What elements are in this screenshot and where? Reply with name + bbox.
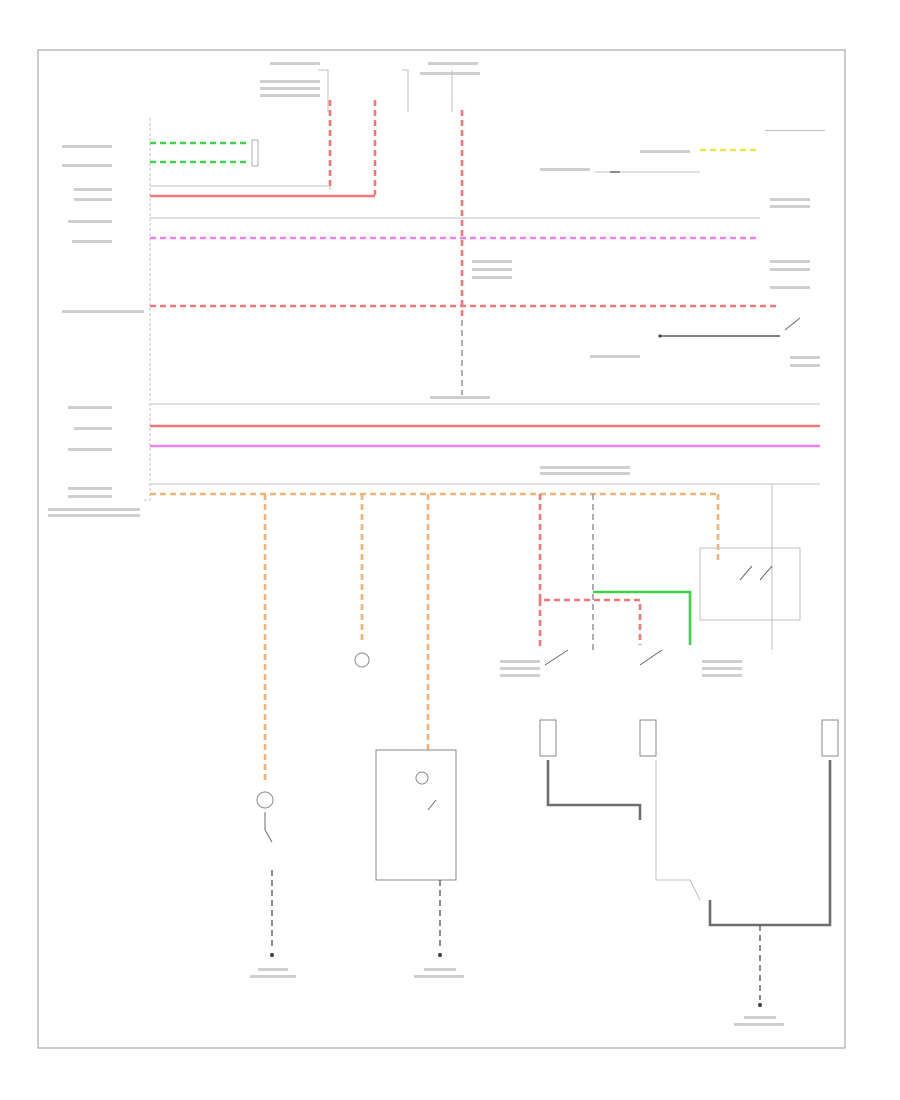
left-lamp-switch — [264, 812, 273, 843]
splice-label — [540, 466, 630, 469]
center-labels — [430, 260, 640, 399]
left-front-door-wire — [538, 494, 642, 645]
lamp-2 — [354, 652, 370, 668]
rear-door-switch-box — [699, 547, 801, 621]
door-switch-upper — [784, 317, 801, 331]
diagram-frame — [37, 49, 846, 1049]
left-front-door-switch — [500, 649, 569, 677]
right-rear-door-switch — [639, 719, 657, 757]
right-labels — [770, 198, 820, 367]
left-signal-labels — [48, 145, 144, 517]
right-front-door-wire — [593, 590, 692, 645]
body-control-module-outline — [144, 118, 151, 501]
left-rear-door-switch — [539, 719, 557, 757]
right-front-door-switch — [639, 649, 742, 677]
rear-ground-bus — [708, 760, 832, 927]
rear-door-switch-3 — [821, 719, 839, 757]
battery-wire-1 — [150, 185, 331, 190]
ground-labels — [250, 968, 784, 1026]
left-courtesy-lamp — [256, 791, 274, 809]
rear-compartment-lamp — [375, 749, 457, 881]
instrument-panel-lamp — [540, 130, 825, 173]
right-rear-ground — [655, 760, 701, 901]
top-fuse-block — [260, 62, 480, 112]
left-rear-ground — [546, 760, 642, 820]
